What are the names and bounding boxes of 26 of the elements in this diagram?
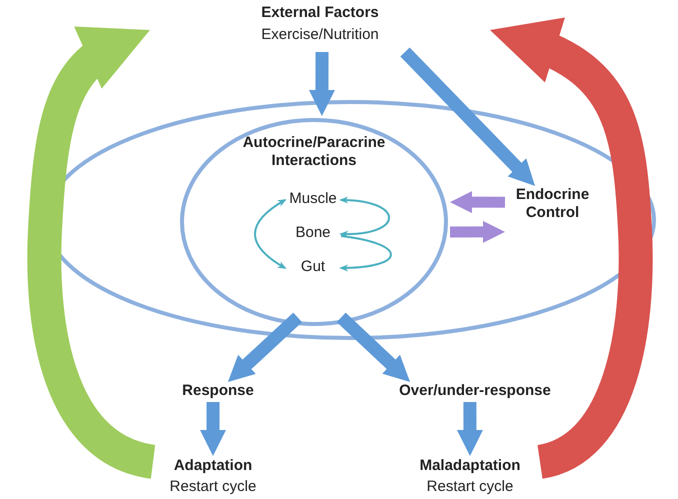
block-arrow	[200, 402, 226, 456]
block-arrow	[456, 402, 483, 456]
block-arrow	[400, 47, 536, 186]
block-arrow	[336, 312, 410, 382]
node-label: Exercise/Nutrition	[261, 26, 379, 44]
heading: Over/under-response	[399, 382, 551, 400]
node-label: Restart cycle	[170, 478, 256, 496]
node-label: Restart cycle	[426, 478, 514, 496]
block-arrow	[228, 312, 302, 382]
curved-arrow	[339, 235, 392, 272]
node-label: Bone	[295, 224, 331, 242]
heading: Adaptation	[174, 457, 252, 475]
curved-arrow	[490, 19, 653, 478]
block-arrow	[450, 191, 506, 214]
heading: External Factors	[261, 4, 379, 22]
curved-arrow	[339, 196, 390, 238]
curved-arrow	[254, 199, 287, 269]
heading: Autocrine/Paracrine Interactions	[242, 134, 386, 170]
curved-arrow	[27, 28, 157, 478]
node-label: Muscle	[289, 190, 337, 208]
heading: Maladaptation	[420, 457, 520, 475]
block-arrow	[308, 52, 335, 116]
heading: Response	[182, 382, 254, 400]
node-label: Gut	[300, 258, 326, 276]
heading: Endocrine Control	[514, 186, 590, 222]
block-arrow	[450, 220, 505, 243]
